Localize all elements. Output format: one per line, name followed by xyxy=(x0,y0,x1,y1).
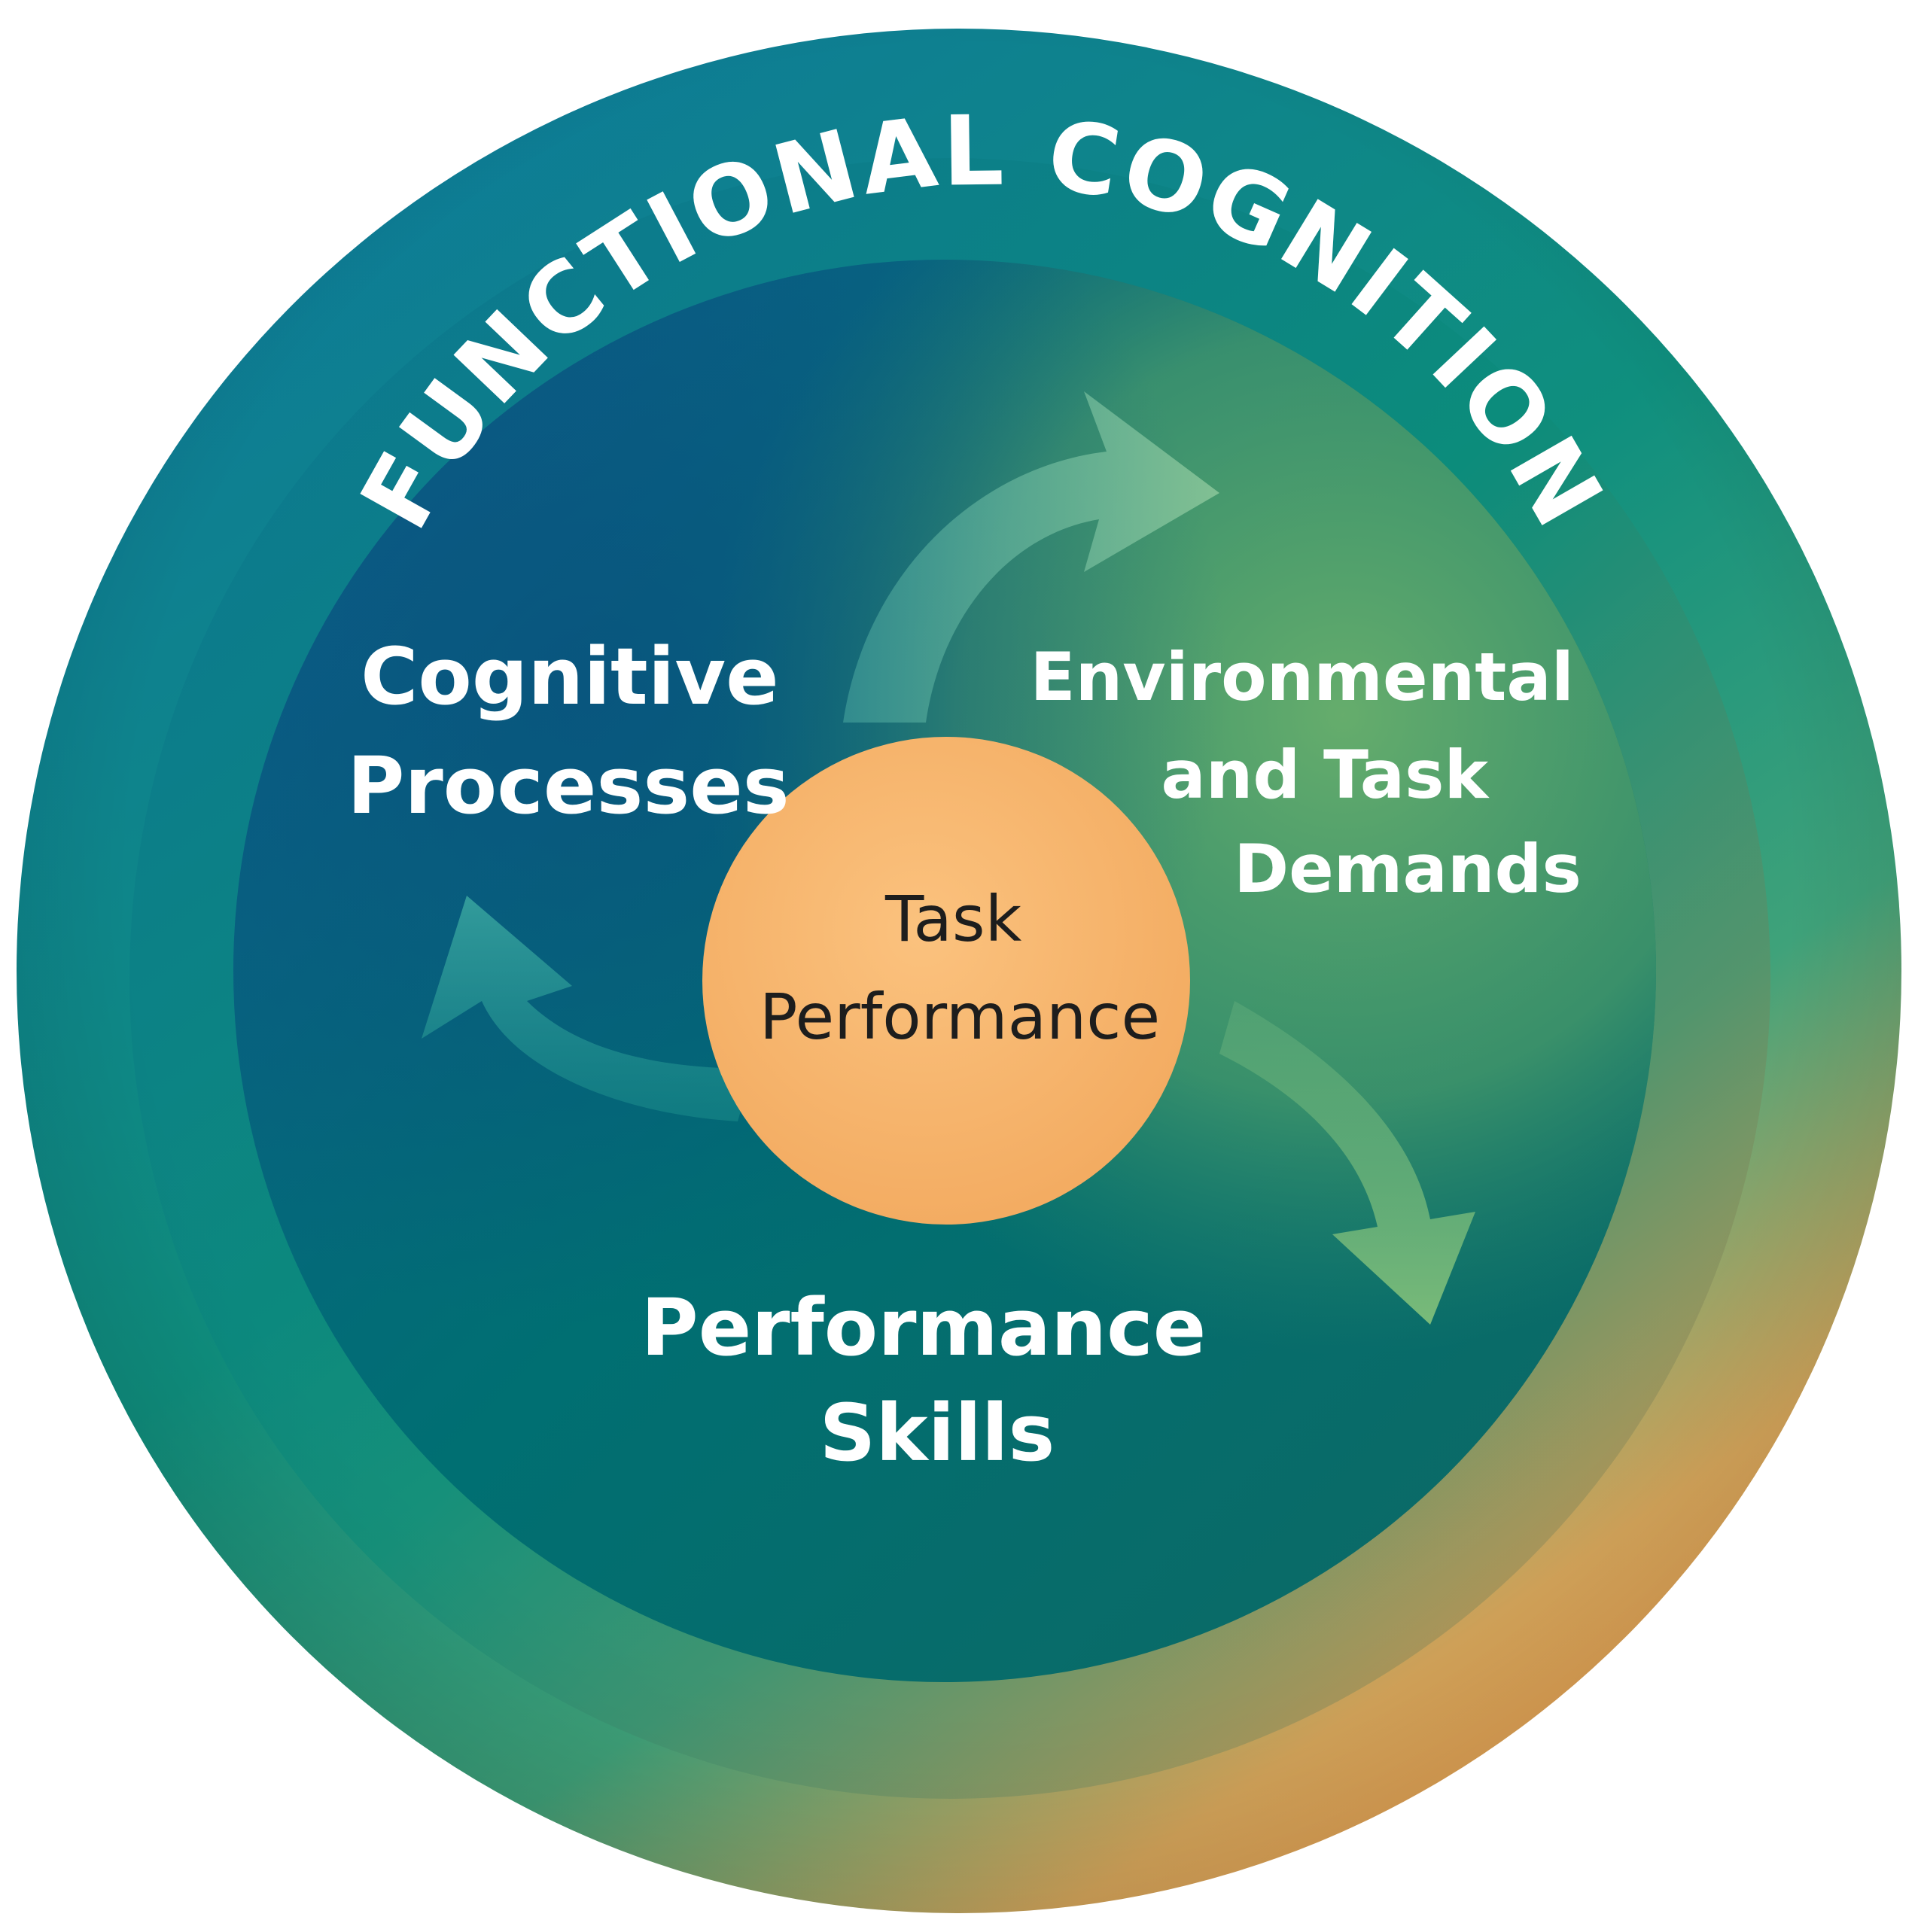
arrow-top xyxy=(843,391,1219,723)
environmental-demands-label: Environmental and Task Demands xyxy=(1030,638,1597,908)
performance-skills-label: Performance Skills xyxy=(641,1282,1233,1479)
arrow-right xyxy=(1219,1001,1475,1325)
arrow-left xyxy=(422,896,753,1121)
center-line-2: Performance xyxy=(760,980,1160,1054)
cognitive-line-2: Processes xyxy=(347,740,789,832)
cognitive-line-1: Cognitive xyxy=(361,631,779,723)
environmental-line-2: and Task xyxy=(1161,736,1490,814)
performance-line-1: Performance xyxy=(641,1282,1206,1374)
environmental-line-1: Environmental xyxy=(1030,638,1573,716)
center-line-1: Task xyxy=(884,882,1022,956)
performance-line-2: Skills xyxy=(820,1387,1055,1479)
cognitive-processes-label: Cognitive Processes xyxy=(347,631,806,832)
environmental-line-3: Demands xyxy=(1234,830,1582,908)
task-performance-label: Task Performance xyxy=(760,882,1160,1054)
cycle-arrows xyxy=(422,391,1475,1325)
center-circle xyxy=(702,737,1190,1225)
